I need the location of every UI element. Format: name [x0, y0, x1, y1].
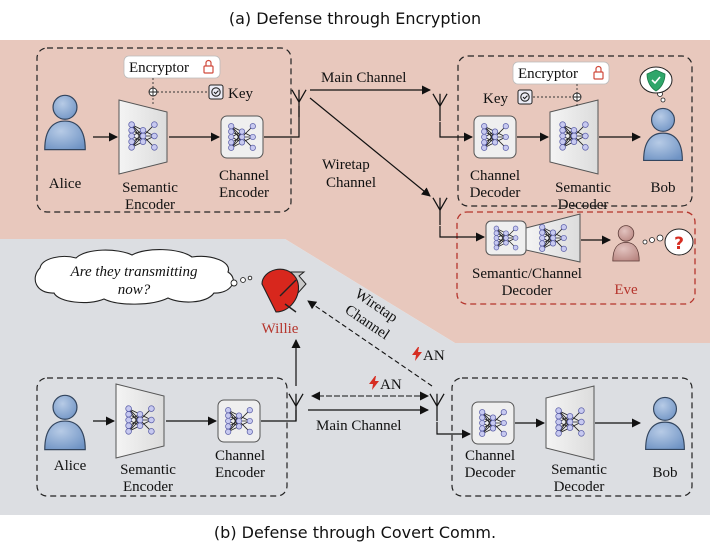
- shield-check-icon: [639, 66, 673, 103]
- alice-label: Alice: [49, 176, 82, 192]
- key-checkbox-icon: [517, 89, 533, 105]
- arrow-antenna-to-chdec: [439, 122, 473, 142]
- key-right-label: Key: [483, 91, 508, 107]
- semantic-decoder-label-2: Decoder: [558, 197, 609, 213]
- an-label-lower: AN: [380, 377, 402, 393]
- channel-decoder-label-2: Decoder: [470, 185, 521, 201]
- bob-label-top: Bob: [650, 180, 675, 196]
- caption-bottom: (b) Defense through Covert Comm.: [214, 523, 496, 542]
- semantic-encoder-bottom-label-1: Semantic: [120, 462, 176, 478]
- key-left-label: Key: [228, 86, 253, 102]
- question-bubble-icon: ?: [642, 228, 694, 256]
- arrow-eve-antenna-to-decoder: [439, 226, 485, 242]
- eve-decoder-label-1: Semantic/Channel: [472, 266, 582, 282]
- arrow-antenna-to-chdec-bottom: [436, 422, 471, 439]
- caption-top: (a) Defense through Encryption: [229, 9, 481, 28]
- satellite-dish-icon: [261, 268, 307, 313]
- semantic-decoder-label-1: Semantic: [555, 180, 611, 196]
- bob-receiver-box: [457, 55, 693, 207]
- channel-encoder-bottom-label-2: Encoder: [215, 465, 265, 481]
- channel-decoder-label-1: Channel: [470, 168, 520, 184]
- channel-encoder-label-2: Encoder: [219, 185, 269, 201]
- channel-encoder-bottom-label-1: Channel: [215, 448, 265, 464]
- main-channel-label-top: Main Channel: [321, 70, 406, 86]
- arrow-wiretap-channel-top: [309, 97, 431, 197]
- arrow-wiretap-channel-bottom: [307, 300, 433, 387]
- alice-transmitter-box-bottom: [36, 377, 288, 497]
- encryptor-right-label: Encryptor: [518, 66, 578, 82]
- panel-covert: [0, 239, 710, 515]
- semantic-encoder-label-1: Semantic: [122, 180, 178, 196]
- alice-transmitter-box: [36, 47, 292, 213]
- panel-encryption: [0, 40, 710, 343]
- alice-label-bottom: Alice: [54, 458, 87, 474]
- encryptor-left-label: Encryptor: [129, 60, 189, 76]
- semantic-encoder-bottom-label-2: Encoder: [123, 479, 173, 495]
- eve-label: Eve: [614, 282, 638, 298]
- wiretap-label-2: Channel: [326, 175, 376, 191]
- svg-text:?: ?: [674, 234, 684, 254]
- channel-decoder-bottom-label-1: Channel: [465, 448, 515, 464]
- bob-label-bottom: Bob: [652, 465, 677, 481]
- lock-icon: [203, 59, 214, 74]
- channel-decoder-bottom-label-2: Decoder: [465, 465, 516, 481]
- xor-icon: [572, 92, 582, 102]
- willie-label: Willie: [262, 321, 299, 337]
- thought-text-2: now?: [118, 282, 151, 298]
- semantic-decoder-bottom-label-1: Semantic: [551, 462, 607, 478]
- eve-decoder-label-2: Decoder: [502, 283, 553, 299]
- main-channel-label-bottom: Main Channel: [316, 418, 401, 434]
- an-label-upper: AN: [423, 348, 445, 364]
- xor-icon: [148, 87, 158, 97]
- key-checkbox-icon: [208, 84, 224, 100]
- lock-icon: [593, 65, 604, 80]
- wiretap-label-1: Wiretap: [322, 157, 370, 173]
- encryptor-left: [123, 55, 221, 79]
- semantic-decoder-bottom-label-2: Decoder: [554, 479, 605, 495]
- channel-encoder-label-1: Channel: [219, 168, 269, 184]
- thought-text-1: Are they transmitting: [70, 264, 198, 280]
- eve-box: [456, 211, 696, 305]
- bob-receiver-box-bottom: [451, 377, 693, 497]
- encryptor-right: [512, 61, 610, 85]
- semantic-encoder-label-2: Encoder: [125, 197, 175, 213]
- thought-cloud: [34, 249, 253, 305]
